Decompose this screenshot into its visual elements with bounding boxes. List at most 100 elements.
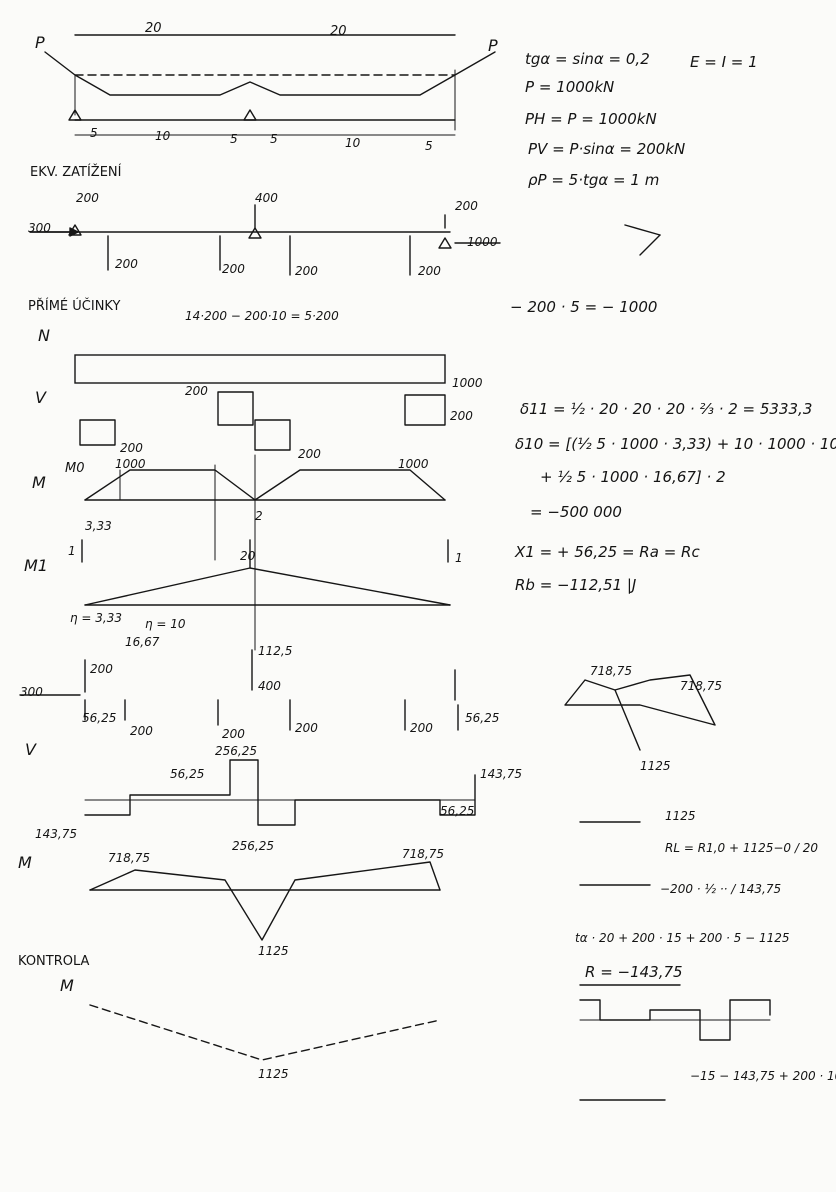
side-1: 718,75 [590,664,632,678]
side-2: 718,75 [680,679,722,693]
fl-6: 200 [295,721,318,735]
label-P-right: P [488,36,498,55]
m1-label: M1 [24,556,48,575]
beam-deformed [44,51,496,96]
m1-val-4: 1 [455,551,463,565]
label-span1: 20 [145,21,162,36]
m1-curve [84,567,451,606]
mf-3: 718,75 [402,847,444,861]
support-a [68,109,82,121]
fl-10: 300 [20,685,43,699]
mf-2: 256,25 [232,839,274,853]
fl-1: 200 [90,662,113,676]
v-val-2: 200 [120,441,143,455]
label-seg-2: 10 [155,129,171,143]
given-pp: ρP = 5·tgα = 1 m [528,171,660,189]
mf-4: 1125 [258,944,289,958]
vf-3: 143,75 [35,827,77,841]
side-3: 1125 [640,759,671,773]
ekv-load-3: 200 [455,199,478,213]
v-val-1: 200 [185,384,208,398]
ekv-title: EKV. ZATÍŽENÍ [30,165,122,180]
support-b2 [248,227,262,239]
primary-title: PŘÍMÉ ÚČINKY [28,299,121,314]
x1-eq: X1 = + 56,25 = Ra = Rc [515,543,700,561]
control-value: 1125 [258,1067,289,1081]
fl-8: 56,25 [465,711,500,725]
vf-5: 56,25 [440,804,475,818]
given-ei: E = I = 1 [690,53,758,71]
bottom-eq: −15 − 143,75 + 200 · 10 [690,1069,836,1083]
control-title: KONTROLA [18,954,90,969]
side-sketch-m [564,674,716,726]
m-final-label: M [18,853,32,872]
fl-5: 200 [222,727,245,741]
vf-2: 256,25 [215,744,257,758]
ekv-reaction-4: 200 [418,264,441,278]
v-box-2 [217,391,254,426]
delta-10c: = −500 000 [530,503,622,521]
label-P-left: P [35,33,45,52]
side-sketch-v [579,999,771,1041]
delta-10a: δ10 = [(½ 5 · 1000 · 3,33) + 10 · 1000 ·… [515,435,836,453]
n-value: 1000 [452,376,483,390]
sum-eq: tα · 20 + 200 · 15 + 200 · 5 − 1125 [575,931,790,945]
m0-curve [84,469,446,501]
support-b [243,109,257,121]
ekv-load-1: 200 [76,191,99,205]
delta-11: δ11 = ½ · 20 · 20 · 20 · ⅔ · 2 = 5333,3 [520,400,813,418]
given-pv: PV = P·sinα = 200kN [528,140,686,158]
given-ph: PH = P = 1000kN [525,110,657,128]
label-seg-1: 5 [90,126,98,140]
ekv-reaction-3: 200 [295,264,318,278]
label-seg-3: 5 [230,132,238,146]
support-c2 [438,237,452,249]
side-force-arrow [639,234,661,256]
fl-4: 200 [130,724,153,738]
eta-1: η = 3,33 [70,611,123,625]
eta-2: η = 10 [145,617,186,631]
m-val-3: 3,33 [85,519,112,533]
vf-4: 143,75 [480,767,522,781]
given-tg: tgα = sinα = 0,2 [525,50,650,68]
ekv-load-5: 300 [28,221,51,235]
control-label: M [60,976,74,995]
ekv-load-4: 1000 [467,235,498,249]
m1-val-3: 20 [240,549,256,563]
fl-2: 112,5 [258,644,293,658]
m-label: M [32,473,46,492]
m0-label: M0 [65,461,85,476]
m-val-1: 1000 [115,457,146,471]
vf-1: 56,25 [170,767,205,781]
r-eq: R = −143,75 [585,963,683,981]
v-final-label: V [25,740,36,759]
side-sketch-line [614,689,641,751]
fl-3: 400 [258,679,281,693]
n-diagram [74,354,446,384]
m1-val-1: 1 [68,544,76,558]
m-val-2: 1000 [398,457,429,471]
side-4: 1125 [665,809,696,823]
rb-eq: Rb = −112,51 |J [515,576,637,594]
v-box-4 [404,394,446,426]
label-seg-5: 10 [345,136,361,150]
given-p: P = 1000kN [525,78,615,96]
delta-10b: + ½ 5 · 1000 · 16,67] · 2 [540,468,726,486]
primary-note: 14·200 − 200·10 = 5·200 [185,309,339,323]
ekv-reaction-1: 200 [115,257,138,271]
v-label: V [35,388,46,407]
n-label: N [38,326,50,345]
v-box-3 [254,419,291,451]
eta-3: 16,67 [125,635,160,649]
rl-eq: RL = R1,0 + 1125−0 / 20 [665,841,818,855]
v-val-3: 200 [298,447,321,461]
ekv-load-2: 400 [255,191,278,205]
m-final-curve [89,861,441,941]
ekv-reaction-2: 200 [222,262,245,276]
label-span2: 20 [330,24,347,39]
v-val-4: 200 [450,409,473,423]
control-m-curve [89,1004,441,1061]
support-a2 [68,224,82,236]
